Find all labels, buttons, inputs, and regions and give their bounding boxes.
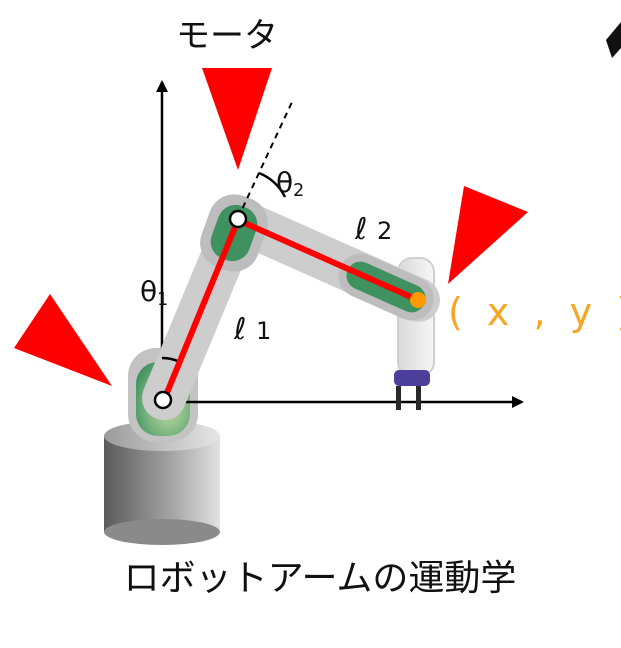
theta2-label: θ2 (276, 166, 304, 201)
theta2-symbol: θ (276, 166, 294, 199)
end-effector-point (410, 292, 426, 308)
link1-index: 1 (255, 317, 272, 345)
theta2-arc (258, 171, 287, 198)
theta1-label: θ1 (140, 275, 168, 310)
link2-line (235, 217, 421, 303)
figure-caption: ロボットアームの運動学 (123, 558, 517, 599)
theta2-subscript: 2 (293, 180, 305, 201)
theta1-subscript: 1 (157, 289, 169, 310)
motor-marker-left (14, 294, 112, 386)
link1-symbol: ℓ (234, 312, 247, 347)
link2-symbol: ℓ (355, 212, 368, 247)
partial-arrow-shape (606, 22, 621, 58)
link2-label: ℓ 2 (355, 212, 392, 247)
end-effector-coordinate-label: ( x , y ) (448, 290, 621, 334)
motor-label: モータ (176, 16, 278, 56)
motor-marker-top (202, 68, 272, 170)
base-joint-point (153, 390, 173, 410)
elbow-joint-point (228, 209, 248, 229)
link1-line (161, 217, 241, 403)
theta1-symbol: θ (140, 275, 158, 308)
motor-marker-right (448, 186, 528, 284)
link1-label: ℓ 1 (234, 312, 271, 347)
link2-index: 2 (376, 217, 393, 245)
